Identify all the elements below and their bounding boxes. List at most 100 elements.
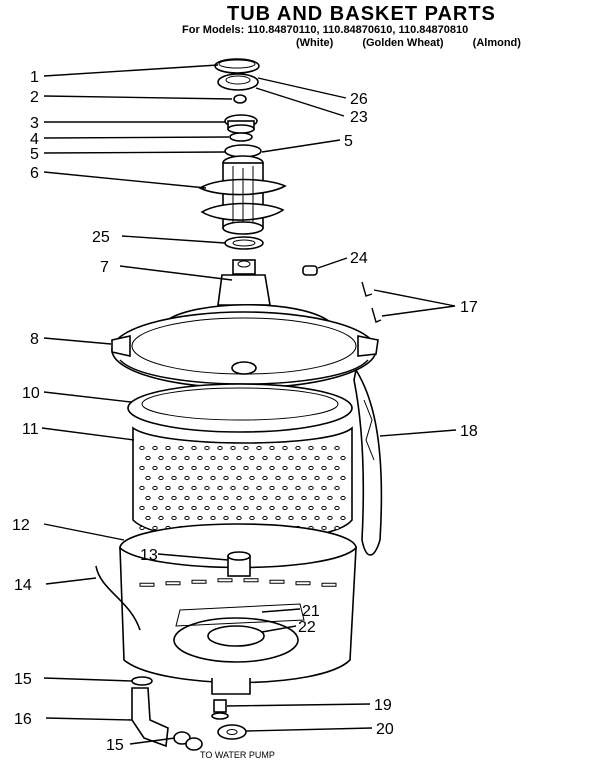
basket-hole — [230, 485, 236, 491]
basket-hole — [243, 465, 249, 471]
basket-hole — [204, 485, 210, 491]
basket-hole — [165, 465, 171, 471]
basket-hole — [301, 455, 307, 461]
basket-hole — [236, 515, 242, 521]
basket-hole — [171, 495, 177, 501]
callout-10: 10 — [22, 385, 40, 402]
basket-hole — [204, 505, 210, 511]
part-4-washer — [229, 132, 253, 142]
basket-hole — [340, 495, 346, 501]
basket-hole — [152, 485, 158, 491]
callout-22: 22 — [298, 619, 316, 636]
basket-hole — [262, 495, 268, 501]
part-15-clamp-lower — [173, 731, 203, 751]
basket-hole — [275, 515, 281, 521]
basket-hole — [288, 495, 294, 501]
basket-hole — [184, 515, 190, 521]
basket-hole — [191, 485, 197, 491]
basket-hole — [327, 515, 333, 521]
basket-hole — [282, 505, 288, 511]
part-20-pulley — [217, 724, 247, 740]
basket-hole — [139, 445, 145, 451]
basket-hole — [158, 515, 164, 521]
header: TUB AND BASKET PARTS For Models: 110.848… — [0, 0, 608, 52]
basket-hole — [171, 515, 177, 521]
callout-3: 3 — [30, 115, 39, 132]
tub-leg-stub — [211, 678, 251, 695]
part-13-bearing — [227, 551, 251, 577]
basket-hole — [210, 515, 216, 521]
basket-hole — [327, 455, 333, 461]
basket-hole — [139, 505, 145, 511]
basket-hole — [197, 515, 203, 521]
color-variants: (White) (Golden Wheat) (Almond) — [296, 37, 547, 49]
basket-hole — [295, 485, 301, 491]
basket-hole — [301, 495, 307, 501]
basket-hole — [308, 505, 314, 511]
model-numbers: For Models: 110.84870110, 110.84870610, … — [182, 24, 469, 36]
basket-hole — [308, 445, 314, 451]
basket-hole — [340, 455, 346, 461]
callout-8: 8 — [30, 331, 39, 348]
basket-hole — [197, 495, 203, 501]
basket-hole — [191, 505, 197, 511]
basket-hole — [269, 465, 275, 471]
basket-hole — [223, 475, 229, 481]
basket-hole — [197, 475, 203, 481]
basket-hole — [269, 445, 275, 451]
part-17-clips — [361, 281, 382, 323]
basket-hole — [191, 465, 197, 471]
callout-6: 6 — [30, 165, 39, 182]
basket-hole — [230, 465, 236, 471]
color-golden-wheat: (Golden Wheat) — [362, 37, 444, 49]
callout-14: 14 — [14, 577, 32, 594]
basket-hole — [314, 495, 320, 501]
tub-slot — [295, 581, 311, 586]
basket-hole — [288, 515, 294, 521]
basket-hole — [217, 505, 223, 511]
basket-hole — [236, 455, 242, 461]
basket-hole — [249, 515, 255, 521]
basket-hole — [249, 475, 255, 481]
tub-slot — [321, 582, 337, 587]
basket-hole — [184, 475, 190, 481]
basket-hole — [165, 445, 171, 451]
part-24-clip — [302, 265, 318, 276]
part-25-gasket — [224, 236, 264, 250]
part-8-tub-cover — [111, 311, 379, 389]
basket-hole — [236, 475, 242, 481]
basket-hole — [262, 475, 268, 481]
basket-hole — [282, 445, 288, 451]
basket-hole — [334, 485, 340, 491]
basket-hole — [321, 525, 327, 531]
basket-hole — [301, 475, 307, 481]
basket-hole — [256, 445, 262, 451]
basket-hole — [217, 485, 223, 491]
basket-hole — [165, 485, 171, 491]
callout-1: 1 — [30, 69, 39, 86]
basket-hole — [269, 505, 275, 511]
basket-hole — [334, 525, 340, 531]
basket-hole — [327, 495, 333, 501]
basket-hole — [184, 495, 190, 501]
part-14-hose — [95, 565, 141, 631]
basket-hole — [210, 455, 216, 461]
basket-hole — [314, 515, 320, 521]
basket-hole — [288, 455, 294, 461]
tub-slot — [269, 579, 285, 584]
leader-lines — [41, 64, 457, 745]
basket-hole — [308, 465, 314, 471]
callout-19: 19 — [374, 697, 392, 714]
basket-hole — [197, 455, 203, 461]
callout-18: 18 — [460, 423, 478, 440]
basket-hole — [275, 455, 281, 461]
basket-hole — [171, 455, 177, 461]
basket-hole — [145, 455, 151, 461]
basket-hole — [223, 515, 229, 521]
basket-hole — [282, 465, 288, 471]
tub-slot — [217, 578, 233, 583]
callout-21: 21 — [302, 603, 320, 620]
basket-hole — [243, 445, 249, 451]
basket-hole — [256, 465, 262, 471]
